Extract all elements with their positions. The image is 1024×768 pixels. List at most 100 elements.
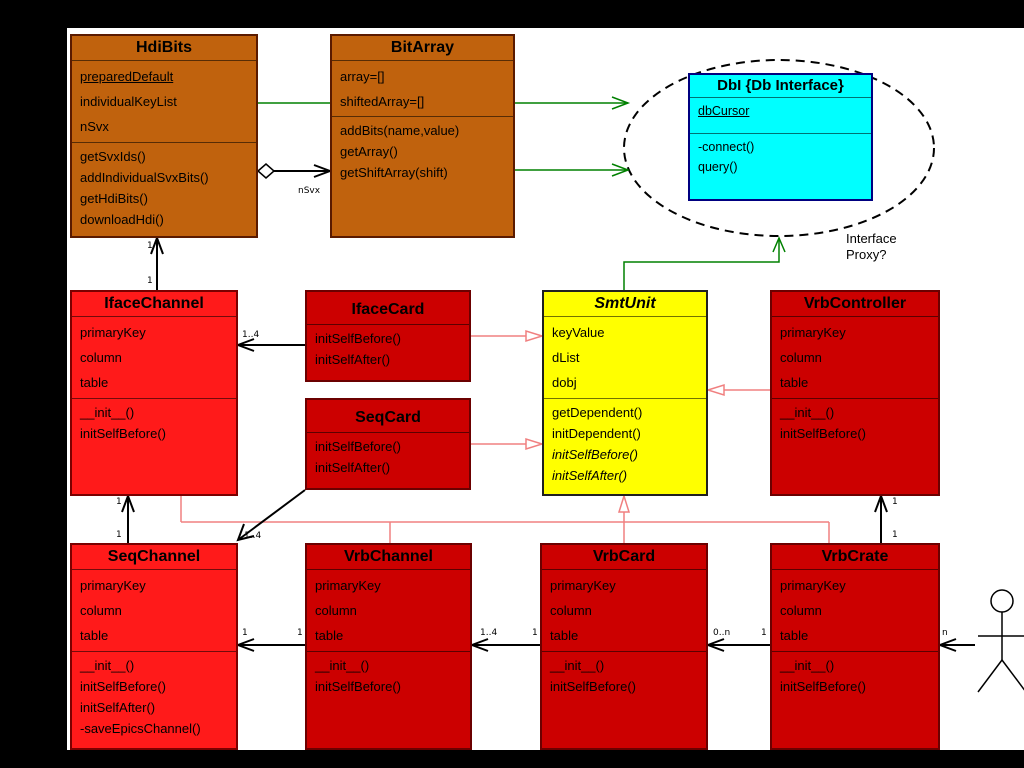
operation: __init__() <box>780 658 835 673</box>
multiplicity-label: 1 <box>116 497 122 507</box>
note-line-1: Interface <box>846 231 897 246</box>
class-smtunit-attributes: keyValue dList dobj <box>544 317 706 399</box>
class-vrbcontroller[interactable]: VrbController primaryKey column table __… <box>770 290 940 496</box>
multiplicity-label: 1..4 <box>242 330 260 340</box>
attribute: column <box>550 603 592 618</box>
attribute: table <box>780 628 809 643</box>
class-seqchannel[interactable]: SeqChannel primaryKey column table __ini… <box>70 543 238 750</box>
operation: initSelfBefore() <box>552 447 638 462</box>
class-bitarray-attributes: array=[] shiftedArray=[] <box>332 61 513 117</box>
operation: __init__() <box>780 405 835 420</box>
class-vrbcontroller-attributes: primaryKey column table <box>772 317 938 399</box>
multiplicity-label: 1 <box>532 628 538 638</box>
interface-proxy-note: Interface Proxy? <box>846 231 897 263</box>
class-ifacechannel[interactable]: IfaceChannel primaryKey column table __i… <box>70 290 238 496</box>
operation: getHdiBits() <box>80 191 148 206</box>
multiplicity-label: 1 <box>147 276 153 286</box>
label-nsvx: nSvx <box>298 186 321 196</box>
multiplicity-label: 1 <box>242 628 248 638</box>
operation: addIndividualSvxBits() <box>80 170 209 185</box>
multiplicity-label: 1..4 <box>480 628 498 638</box>
class-vrbchannel-name: VrbChannel <box>307 545 470 570</box>
operation: initDependent() <box>552 426 641 441</box>
attribute: primaryKey <box>80 578 146 593</box>
attribute: preparedDefault <box>80 69 174 84</box>
multiplicity-label: 0..n <box>713 628 731 638</box>
class-seqcard[interactable]: SeqCard initSelfBefore() initSelfAfter() <box>305 398 471 490</box>
class-hdibits[interactable]: HdiBits preparedDefault individualKeyLis… <box>70 34 258 238</box>
class-smtunit-name: SmtUnit <box>544 292 706 317</box>
attribute: dobj <box>552 375 577 390</box>
note-line-2: Proxy? <box>846 247 887 262</box>
class-bitarray-name: BitArray <box>332 36 513 61</box>
class-vrbchannel[interactable]: VrbChannel primaryKey column table __ini… <box>305 543 472 750</box>
attribute: nSvx <box>80 119 109 134</box>
multiplicity-label: 1 <box>892 497 898 507</box>
attribute: keyValue <box>552 325 605 340</box>
class-vrbcard-operations: __init__() initSelfBefore() <box>542 652 706 700</box>
attribute: primaryKey <box>315 578 381 593</box>
class-seqchannel-name: SeqChannel <box>72 545 236 570</box>
class-vrbchannel-operations: __init__() initSelfBefore() <box>307 652 470 700</box>
class-vrbcontroller-operations: __init__() initSelfBefore() <box>772 399 938 447</box>
attribute: primaryKey <box>780 578 846 593</box>
attribute: shiftedArray=[] <box>340 94 425 109</box>
class-ifacecard[interactable]: IfaceCard initSelfBefore() initSelfAfter… <box>305 290 471 382</box>
multiplicity-label: 1 <box>761 628 767 638</box>
operation: __init__() <box>80 405 135 420</box>
class-seqchannel-operations: __init__() initSelfBefore() initSelfAfte… <box>72 652 236 742</box>
operation: initSelfAfter() <box>315 352 391 367</box>
class-vrbcrate-name: VrbCrate <box>772 545 938 570</box>
class-dbi[interactable]: DbI {Db Interface} dbCursor -connect() q… <box>688 73 873 201</box>
class-seqcard-name: SeqCard <box>307 400 469 433</box>
class-vrbchannel-attributes: primaryKey column table <box>307 570 470 652</box>
operation: initSelfBefore() <box>780 679 866 694</box>
attribute: column <box>315 603 357 618</box>
class-vrbcard-name: VrbCard <box>542 545 706 570</box>
operation: __init__() <box>550 658 605 673</box>
class-smtunit[interactable]: SmtUnit keyValue dList dobj getDependent… <box>542 290 708 496</box>
attribute: column <box>780 603 822 618</box>
class-ifacechannel-name: IfaceChannel <box>72 292 236 317</box>
attribute: table <box>780 375 809 390</box>
attribute: column <box>80 350 122 365</box>
class-smtunit-operations: getDependent() initDependent() initSelfB… <box>544 399 706 489</box>
attribute: table <box>80 628 109 643</box>
class-seqchannel-attributes: primaryKey column table <box>72 570 236 652</box>
operation: initSelfAfter() <box>315 460 391 475</box>
class-hdibits-operations: getSvxIds() addIndividualSvxBits() getHd… <box>72 143 256 233</box>
operation: getShiftArray(shift) <box>340 165 448 180</box>
class-vrbcard[interactable]: VrbCard primaryKey column table __init__… <box>540 543 708 750</box>
operation: initSelfAfter() <box>552 468 628 483</box>
class-vrbcrate-operations: __init__() initSelfBefore() <box>772 652 938 700</box>
multiplicity-label: 1 <box>892 530 898 540</box>
multiplicity-label: 1 <box>147 241 153 251</box>
class-dbi-operations: -connect() query() <box>690 134 871 180</box>
class-vrbcrate-attributes: primaryKey column table <box>772 570 938 652</box>
multiplicity-label: n <box>942 628 948 638</box>
class-bitarray[interactable]: BitArray array=[] shiftedArray=[] addBit… <box>330 34 515 238</box>
class-vrbcard-attributes: primaryKey column table <box>542 570 706 652</box>
operation: getDependent() <box>552 405 643 420</box>
attribute: column <box>780 350 822 365</box>
operation: initSelfBefore() <box>315 679 401 694</box>
class-vrbcrate[interactable]: VrbCrate primaryKey column table __init_… <box>770 543 940 750</box>
operation: -saveEpicsChannel() <box>80 721 201 736</box>
class-ifacecard-operations: initSelfBefore() initSelfAfter() <box>307 325 469 373</box>
operation: getSvxIds() <box>80 149 146 164</box>
operation: -connect() <box>698 140 755 154</box>
multiplicity-label: 1..4 <box>244 531 262 541</box>
attribute: primaryKey <box>550 578 616 593</box>
class-hdibits-attributes: preparedDefault individualKeyList nSvx <box>72 61 256 143</box>
class-vrbcontroller-name: VrbController <box>772 292 938 317</box>
class-seqcard-operations: initSelfBefore() initSelfAfter() <box>307 433 469 481</box>
attribute: array=[] <box>340 69 385 84</box>
attribute: table <box>80 375 109 390</box>
operation: initSelfBefore() <box>80 679 166 694</box>
attribute: table <box>315 628 344 643</box>
operation: initSelfBefore() <box>550 679 636 694</box>
operation: initSelfBefore() <box>780 426 866 441</box>
operation: addBits(name,value) <box>340 123 460 138</box>
attribute: primaryKey <box>80 325 146 340</box>
operation: __init__() <box>315 658 370 673</box>
